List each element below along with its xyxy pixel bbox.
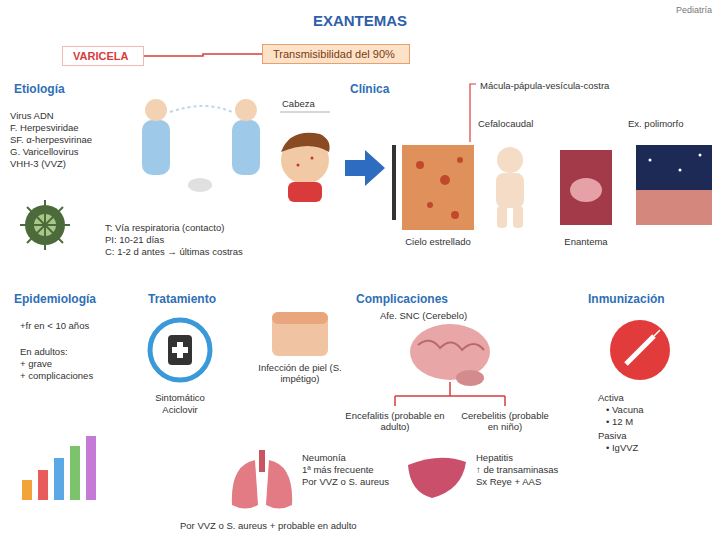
rash-photo xyxy=(636,145,712,225)
child-figure xyxy=(281,133,330,202)
note-text: VHH-3 (VVZ) xyxy=(10,158,120,169)
vaccine-icon xyxy=(610,320,670,380)
note-text: Sintomático xyxy=(130,392,230,403)
note-text: C: 1-2 d antes → últimas costras xyxy=(105,246,305,257)
section-heading: Etiología xyxy=(14,82,114,96)
note-text: Enantema xyxy=(548,236,624,247)
liver-icon xyxy=(408,458,466,498)
note-text: G. Varicellovirus xyxy=(10,146,120,157)
lungs-icon xyxy=(232,450,292,509)
treatment-icon xyxy=(150,320,210,380)
section-heading: Inmunización xyxy=(588,292,708,306)
brain-icon xyxy=(410,324,490,386)
note-text: T: Vía respiratoria (contacto) xyxy=(105,222,305,233)
note-text: + complicaciones xyxy=(20,370,130,381)
arrow-icon xyxy=(345,150,385,186)
mouth-photo xyxy=(560,150,612,225)
baby-figure xyxy=(496,147,524,228)
rash-photo xyxy=(402,145,474,230)
note-text: Aciclovir xyxy=(130,404,230,415)
transmission-figure xyxy=(142,99,260,192)
note-text: + grave xyxy=(20,358,130,369)
node-text: VARICELA xyxy=(73,50,128,62)
note-text: Ex. polimorfo xyxy=(628,118,712,129)
note-text: Por VVZ o S. aureus + probable en adulto xyxy=(180,520,450,531)
note-text: Neumonía xyxy=(302,452,402,463)
connector xyxy=(144,54,262,56)
note-text: • IgVVZ xyxy=(606,442,710,453)
note-text: SF. α-herpesvirinae xyxy=(10,134,120,145)
note-text: Hepatitis xyxy=(476,452,586,463)
note-text: Virus ADN xyxy=(10,110,120,121)
note-text: Activa xyxy=(598,392,708,403)
note-text: Pasiva xyxy=(598,430,708,441)
note-text: Cabeza xyxy=(282,98,342,109)
note-text: Cielo estrellado xyxy=(395,236,481,247)
section-heading: Clínica xyxy=(350,82,450,96)
note-text: Pediatría xyxy=(600,5,712,16)
note-text: Infección de piel (S. impétigo) xyxy=(246,362,354,385)
section-heading: Complicaciones xyxy=(356,292,486,306)
note-text: Cefalocaudal xyxy=(478,118,558,129)
process-box: Transmisibilidad del 90% xyxy=(262,44,410,64)
note-text: En adultos: xyxy=(20,346,130,357)
section-heading: Epidemiología xyxy=(14,292,134,306)
note-text: Afe. SNC (Cerebelo) xyxy=(380,310,510,321)
note-text: Por VVZ o S. aureus xyxy=(302,476,402,487)
note-text: • Vacuna xyxy=(606,404,710,415)
note-text: Mácula-pápula-vesícula-costra xyxy=(480,80,710,91)
note-text: Cerebelitis (probable en niño) xyxy=(455,410,555,433)
note-text: F. Herpesviridae xyxy=(10,122,120,133)
node-text: Transmisibilidad del 90% xyxy=(273,48,395,60)
title-box: VARICELA xyxy=(62,46,144,66)
skin-icon xyxy=(272,312,328,356)
note-text: PI: 10-21 días xyxy=(105,234,305,245)
note-text: Encefalitis (probable en adulto) xyxy=(345,410,445,433)
section-heading: Tratamiento xyxy=(148,292,258,306)
note-text: ↑ de transaminasas xyxy=(476,464,586,475)
note-text: Sx Reye + AAS xyxy=(476,476,586,487)
note-text: 1ª más frecuente xyxy=(302,464,402,475)
note-text: • 12 M xyxy=(606,416,710,427)
people-chart xyxy=(22,436,96,500)
title: EXANTEMAS xyxy=(0,12,720,29)
note-text: +fr en < 10 años xyxy=(20,320,130,331)
